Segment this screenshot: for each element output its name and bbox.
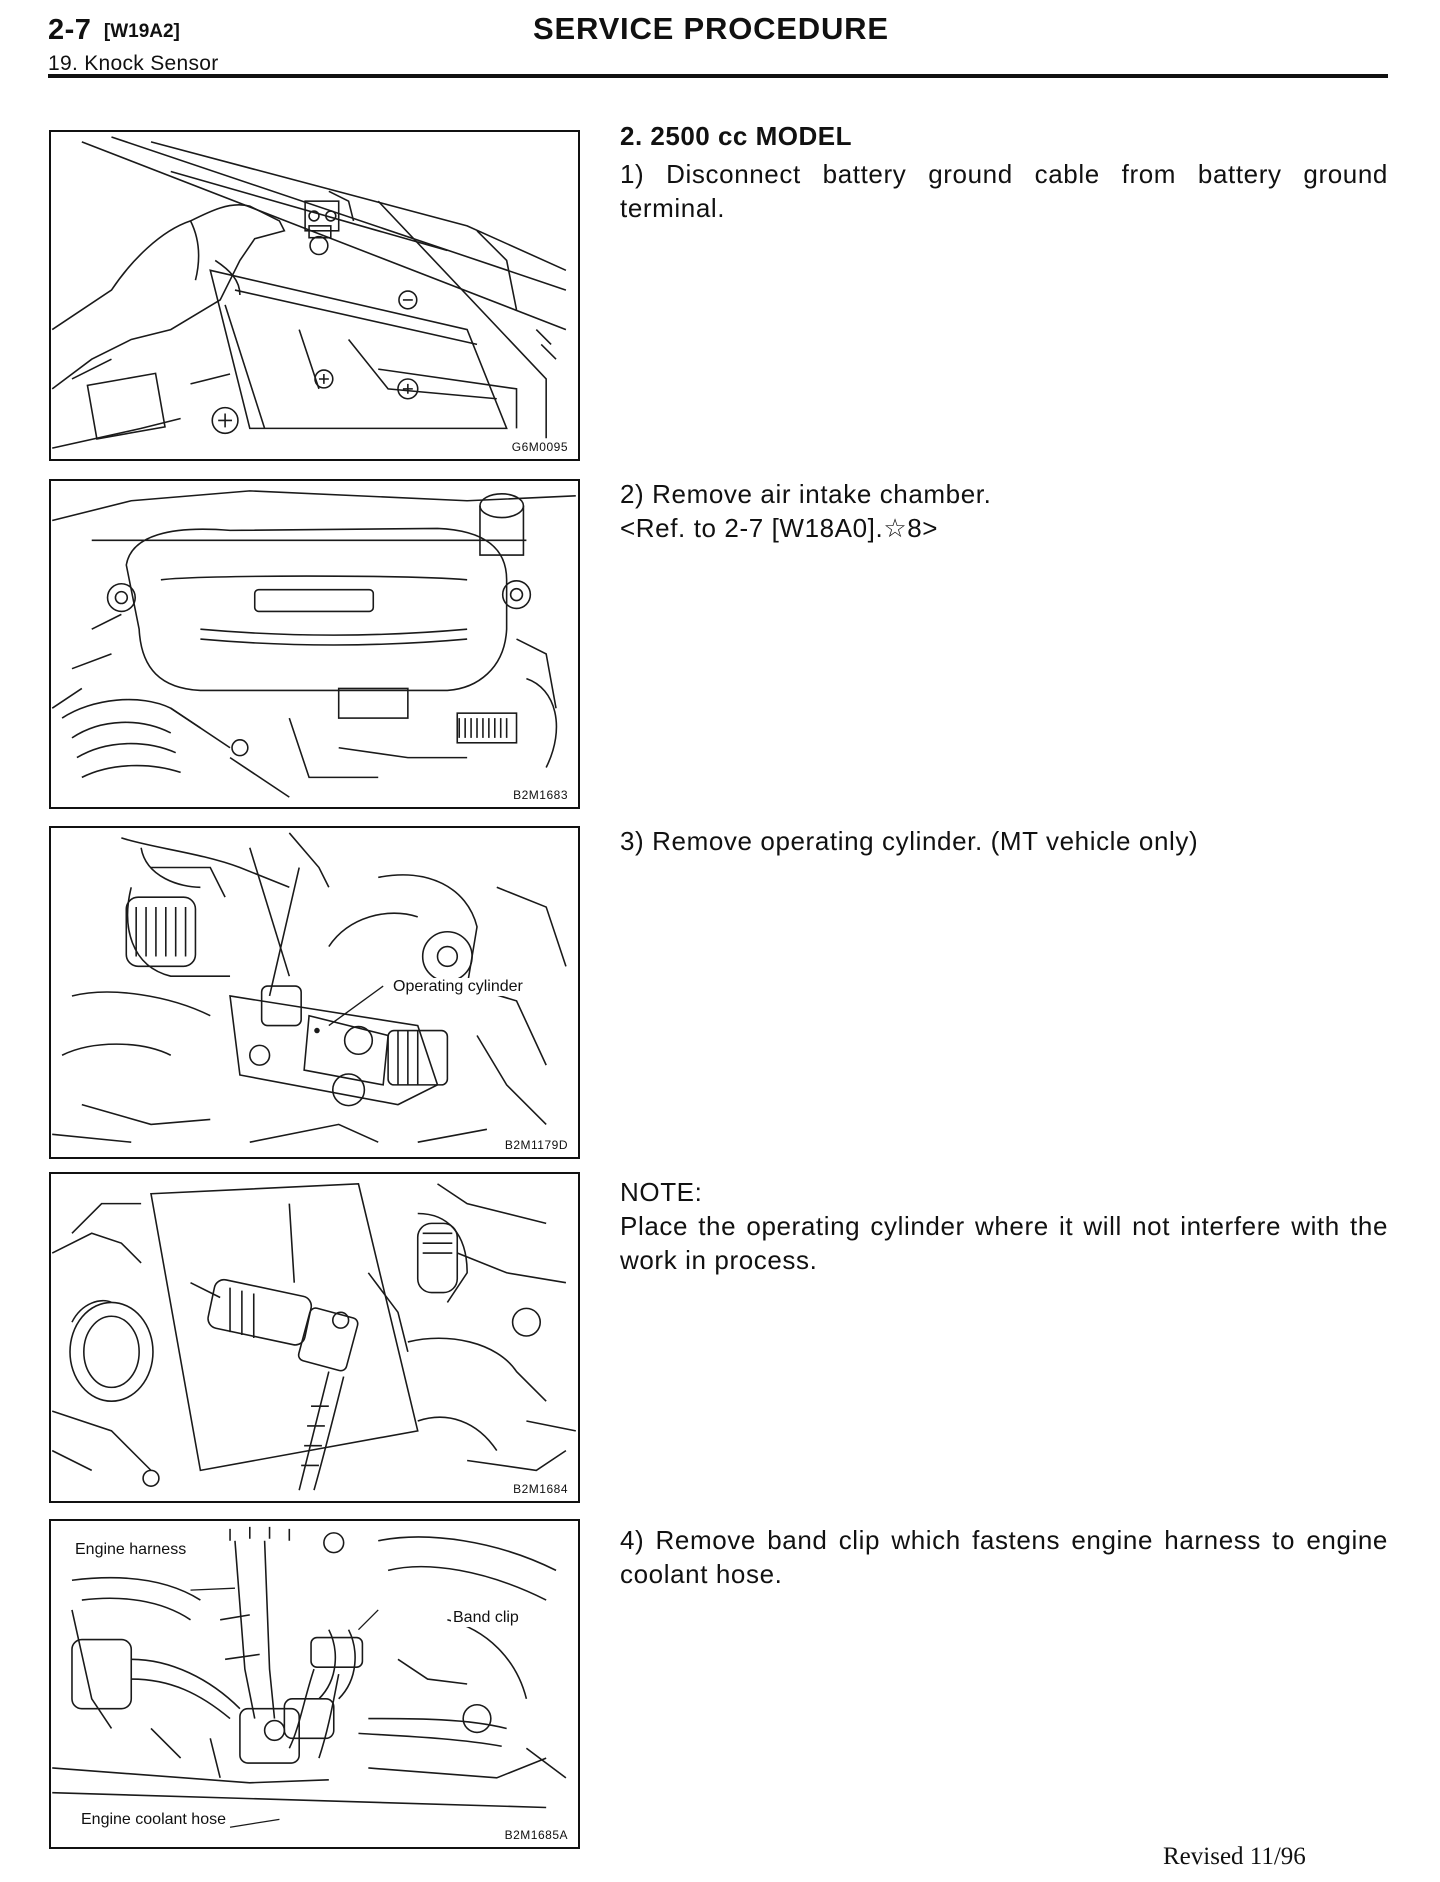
callout-engine-harness: Engine harness	[73, 1541, 189, 1559]
section-title: 19. Knock Sensor	[48, 52, 219, 75]
air-intake-illustration	[51, 490, 576, 798]
figure-code: B2M1683	[511, 788, 570, 802]
cylinder-aside-illustration	[51, 1183, 576, 1491]
step-1-block: 2. 2500 cc MODEL 1) Disconnect battery g…	[620, 119, 1388, 225]
header-rule	[48, 74, 1388, 78]
document-title: SERVICE PROCEDURE	[533, 11, 889, 46]
step-4-text: 4) Remove band clip which fastens engine…	[620, 1525, 1388, 1589]
step-4-block: 4) Remove band clip which fastens engine…	[620, 1523, 1388, 1591]
figure-band-clip: Engine harness Band clip Engine coolant …	[49, 1519, 580, 1849]
figure-cylinder-placed-aside: B2M1684	[49, 1172, 580, 1503]
note-label: NOTE:	[620, 1177, 703, 1207]
operating-cylinder-illustration	[52, 832, 567, 1143]
figure-air-intake-chamber: B2M1683	[49, 479, 580, 809]
step-2-reference: <Ref. to 2-7 [W18A0].☆8>	[620, 513, 939, 543]
figure-operating-cylinder: Operating cylinder B2M1179D	[49, 826, 580, 1159]
band-clip-illustration	[52, 1526, 567, 1828]
step-2-text: 2) Remove air intake chamber.	[620, 479, 992, 509]
page-code: [W19A2]	[103, 21, 180, 42]
figure-code: B2M1685A	[502, 1828, 570, 1842]
figure-battery-ground: G6M0095	[49, 130, 580, 461]
step-3-text: 3) Remove operating cylinder. (MT vehicl…	[620, 826, 1199, 856]
figure-code: B2M1179D	[502, 1138, 570, 1152]
model-heading: 2. 2500 cc MODEL	[620, 121, 852, 151]
page-identifier: 2-7 [W19A2]	[48, 14, 180, 47]
callout-band-clip: Band clip	[451, 1609, 521, 1627]
battery-illustration	[51, 136, 567, 449]
page-header: 2-7 [W19A2] 19. Knock Sensor SERVICE PRO…	[48, 8, 1388, 78]
figure-code: B2M1684	[511, 1482, 570, 1496]
figure-code: G6M0095	[509, 440, 570, 454]
step-3-block: 3) Remove operating cylinder. (MT vehicl…	[620, 824, 1388, 858]
revision-note: Revised 11/96	[1163, 1843, 1306, 1870]
page-number: 2-7	[48, 14, 92, 46]
note-text: Place the operating cylinder where it wi…	[620, 1211, 1388, 1275]
note-block: NOTE: Place the operating cylinder where…	[620, 1175, 1388, 1277]
callout-engine-coolant-hose: Engine coolant hose	[79, 1811, 228, 1829]
step-1-text: 1) Disconnect battery ground cable from …	[620, 159, 1388, 223]
callout-operating-cylinder: Operating cylinder	[391, 978, 525, 996]
step-2-block: 2) Remove air intake chamber. <Ref. to 2…	[620, 477, 1388, 545]
